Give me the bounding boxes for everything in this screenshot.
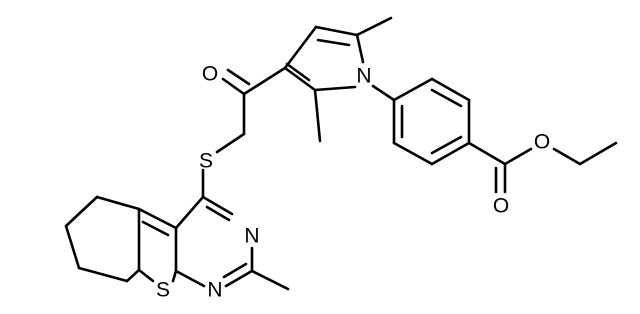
- bond-benzene-ester-carbon: [467, 141, 507, 166]
- bond-benzene-1-2: [392, 77, 434, 102]
- atom-label-thioether-sulfur: S: [199, 150, 213, 173]
- atom-label-ester-oxygen: O: [534, 131, 550, 154]
- bond-c3-carbonyl: [242, 66, 287, 96]
- bond-pyrimidine-c2-n1: [224, 269, 254, 288]
- atom-label-ketone-oxygen: O: [202, 63, 218, 86]
- bond-pyrrole-c2-c3-double: [285, 62, 311, 82]
- bond-cyclopentane-5: [125, 268, 141, 283]
- bond-thiophene-s-c7a: [171, 269, 178, 283]
- bond-pyrrole-c2-c3: [283, 66, 317, 92]
- bond-pyrimidine-c2-n1-double: [222, 262, 248, 279]
- bond-o-ch2: [552, 147, 582, 166]
- bond-cyclopentane-1: [95, 195, 141, 211]
- bond-pyrimidine-n1-c7a: [174, 269, 206, 288]
- atom-label-pyrimidine-nitrogen-upper: N: [244, 225, 259, 248]
- bond-pyrimidine-c4-n3: [201, 195, 234, 216]
- bond-ester-single-o: [503, 147, 533, 166]
- bond-benzene-4-5-double: [430, 135, 463, 155]
- bond-benzene-2-3: [430, 77, 471, 102]
- bond-methyl-pyrimidine: [250, 269, 290, 291]
- bond-benzene-2-3-double: [430, 88, 463, 108]
- bond-carbonyl-o-double: [226, 68, 251, 86]
- bond-benzene-4-5: [430, 141, 471, 166]
- bond-thiophene-c7b-s: [137, 268, 155, 283]
- bond-ethyl-ch3: [578, 141, 618, 166]
- atom-label-pyrrole-nitrogen: N: [356, 65, 371, 88]
- bond-cyclopentane-4: [77, 266, 129, 283]
- bond-ch2-s: [215, 132, 246, 154]
- bond-pyrimidine-c4-n3-double: [205, 205, 231, 222]
- bond-cyclopentane-2: [64, 195, 99, 228]
- bond-thiophene-c4a-c4b: [137, 207, 178, 230]
- bond-pyrrole-n-c2: [313, 85, 357, 92]
- bond-carbonyl-o: [221, 77, 246, 96]
- atom-label-thiophene-sulfur: S: [156, 279, 170, 302]
- bond-thiophene-c4a-c4b-double: [141, 220, 170, 237]
- atom-label-pyrimidine-nitrogen-lower: N: [207, 279, 222, 302]
- bond-pyrrole-c4-c5: [314, 25, 359, 37]
- atom-label-ester-carbonyl-oxygen: O: [493, 195, 509, 218]
- bond-pyrrole-c4-c5-double: [316, 38, 351, 47]
- bond-cyclopentane-3: [64, 224, 81, 270]
- bond-methyl-c2: [313, 88, 322, 143]
- bond-benzene-5-6: [392, 141, 434, 166]
- bond-pyrrole-c4-c3: [283, 25, 318, 70]
- bond-pyrrole-c5-n: [355, 33, 365, 64]
- bond-pyrimidine-c4a-c4: [174, 195, 205, 230]
- bond-methyl-c5: [355, 16, 393, 37]
- bond-n-phenyl: [371, 84, 396, 102]
